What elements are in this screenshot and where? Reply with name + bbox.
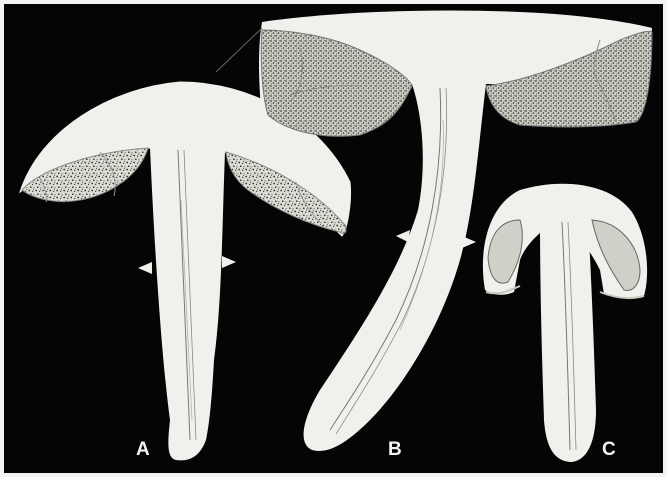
figure-label-a: A	[136, 439, 151, 461]
figure-label-c: C	[602, 439, 617, 461]
figure-label-b: B	[388, 439, 403, 461]
stem-c	[540, 220, 596, 462]
